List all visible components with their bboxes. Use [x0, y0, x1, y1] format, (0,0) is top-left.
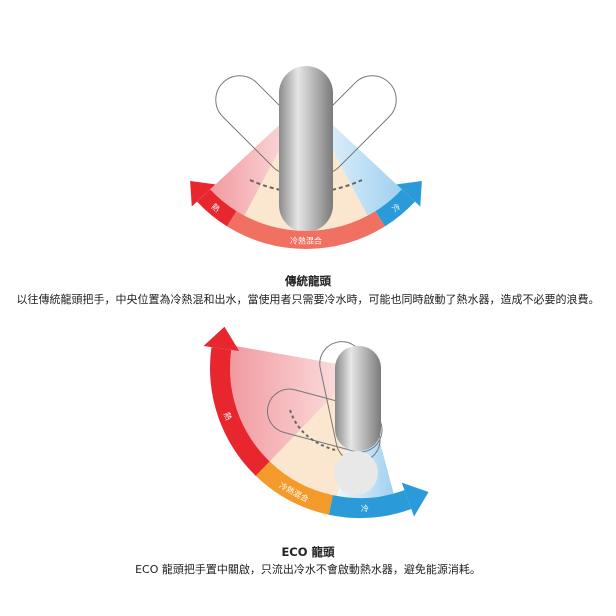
eco-description: ECO 龍頭把手置中關啟，只流出冷水不會啟動熱水器，避免能源消耗。: [135, 563, 481, 576]
traditional-title: 傳統龍頭: [285, 274, 331, 288]
traditional-description: 以往傳統龍頭把手，中央位置為冷熱混和出水，當使用者只需要冷水時，可能也同時啟動了…: [16, 293, 600, 306]
cold-arc: [328, 490, 412, 518]
cold-arrowhead: [401, 482, 429, 517]
hot-zone: [230, 345, 360, 462]
rotation-path: [289, 409, 336, 451]
faucet-handle: [335, 346, 381, 451]
hot-arc: [210, 347, 270, 476]
handle-outline-hot: [266, 388, 383, 453]
hot-arrowhead: [203, 326, 240, 352]
faucet-spout: [334, 451, 378, 495]
mixed-arc: [227, 211, 385, 249]
hot-arrowhead: [190, 180, 216, 207]
mixed-label: 冷熱混合: [290, 236, 322, 246]
cold-arc: [375, 189, 415, 227]
faucet-handle: [279, 66, 333, 232]
hot-arc: [197, 189, 237, 227]
hot-label: 熱: [222, 411, 234, 422]
cold-label: 冷: [361, 503, 369, 513]
cold-arrowhead: [396, 180, 422, 207]
mixed-arc: [255, 461, 333, 515]
eco-title: ECO 龍頭: [281, 545, 335, 559]
